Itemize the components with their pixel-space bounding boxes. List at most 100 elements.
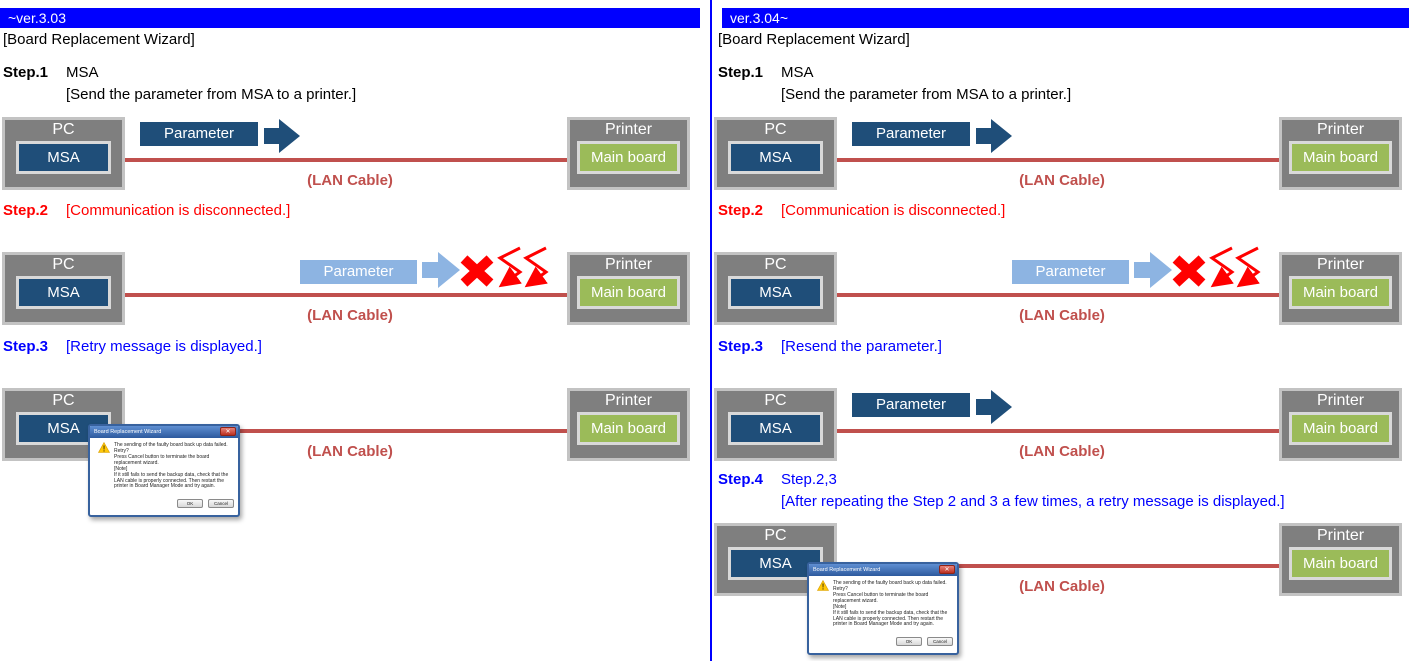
diagram-row-step2: (LAN Cable) PC MSA Parameter Printer Mai… [712, 246, 1409, 328]
pc-label: PC [52, 121, 75, 138]
printer-box: Printer Main board [1279, 523, 1402, 596]
step2-heading: Step.2[Communication is disconnected.] [718, 202, 1005, 219]
cancel-button[interactable]: Cancel [208, 499, 234, 508]
pc-box: PC MSA [714, 388, 837, 461]
pc-box: PC MSA [2, 117, 125, 190]
msa-box: MSA [16, 276, 111, 309]
warning-icon: ! [817, 580, 829, 591]
dialog-message-2: Press Cancel button to terminate the boa… [833, 592, 929, 604]
step4-description: [After repeating the Step 2 and 3 a few … [781, 493, 1285, 510]
step1-title: MSA [781, 64, 814, 81]
version-label: ver.3.04~ [730, 10, 788, 26]
step3-label: Step.3 [718, 338, 764, 355]
error-x-icon [1172, 255, 1206, 287]
svg-text:!: ! [103, 443, 106, 453]
parameter-label: Parameter [1035, 263, 1106, 280]
ok-button[interactable]: OK [177, 499, 203, 508]
main-board-label: Main board [590, 284, 667, 301]
main-board-label: Main board [590, 420, 667, 437]
printer-box: Printer Main board [1279, 388, 1402, 461]
parameter-box: Parameter [852, 122, 970, 146]
step2-description: [Communication is disconnected.] [66, 202, 291, 219]
lan-cable-line [825, 293, 1289, 297]
step3-description: [Retry message is displayed.] [66, 338, 262, 355]
lan-cable-label: (LAN Cable) [1019, 443, 1105, 460]
msa-label: MSA [759, 420, 792, 437]
cancel-button[interactable]: Cancel [927, 637, 953, 646]
step4-label: Step.4 [718, 471, 764, 488]
pc-label: PC [764, 121, 787, 138]
dialog-message-2: Press Cancel button to terminate the boa… [114, 454, 210, 466]
printer-label: Printer [1316, 256, 1365, 273]
dialog-title-bar: Board Replacement Wizard ✕ [809, 564, 957, 576]
msa-box: MSA [16, 412, 111, 445]
step1-label: Step.1 [718, 64, 764, 81]
main-board-box: Main board [1289, 547, 1392, 580]
main-board-box: Main board [577, 412, 680, 445]
msa-label: MSA [759, 149, 792, 166]
main-board-box: Main board [577, 141, 680, 174]
printer-box: Printer Main board [1279, 117, 1402, 190]
dialog-note-label: [Note] [114, 466, 128, 472]
pc-label: PC [764, 392, 787, 409]
version-banner: ~ver.3.03 [0, 8, 700, 28]
step3-heading: Step.3 [Retry message is displayed.] [3, 338, 262, 355]
msa-label: MSA [759, 284, 792, 301]
close-icon[interactable]: ✕ [939, 565, 955, 574]
step1-heading: Step.1 MSA [718, 64, 814, 81]
msa-box: MSA [16, 141, 111, 174]
retry-dialog: Board Replacement Wizard ✕ ! The sending… [88, 424, 240, 517]
step2-heading: Step.2[Communication is disconnected.] [3, 202, 290, 219]
msa-label: MSA [47, 284, 80, 301]
printer-label: Printer [604, 256, 653, 273]
printer-box: Printer Main board [1279, 252, 1402, 325]
close-icon[interactable]: ✕ [220, 427, 236, 436]
printer-box: Printer Main board [567, 252, 690, 325]
lan-cable-line [825, 158, 1289, 162]
step4-heading: Step.4 Step.2,3 [718, 471, 837, 488]
printer-label: Printer [1316, 121, 1365, 138]
msa-box: MSA [728, 276, 823, 309]
main-board-box: Main board [1289, 412, 1392, 445]
arrow-right-icon [422, 252, 460, 288]
version-banner: ver.3.04~ [722, 8, 1409, 28]
parameter-box-failed: Parameter [1012, 260, 1129, 284]
dialog-title-bar: Board Replacement Wizard ✕ [90, 426, 238, 438]
lan-cable-line [113, 293, 577, 297]
lan-cable-label: (LAN Cable) [307, 443, 393, 460]
arrow-right-icon [976, 119, 1012, 153]
pc-box: PC MSA [714, 252, 837, 325]
printer-label: Printer [1316, 392, 1365, 409]
printer-label: Printer [604, 121, 653, 138]
dialog-body: ! The sending of the faulty board back u… [809, 576, 957, 651]
retry-dialog: Board Replacement Wizard ✕ ! The sending… [807, 562, 959, 655]
parameter-box-failed: Parameter [300, 260, 417, 284]
dialog-message: The sending of the faulty board back up … [114, 442, 228, 454]
step3-label: Step.3 [3, 338, 49, 355]
ok-button[interactable]: OK [896, 637, 922, 646]
main-board-label: Main board [1302, 284, 1379, 301]
pc-label: PC [764, 256, 787, 273]
msa-label: MSA [47, 149, 80, 166]
printer-label: Printer [604, 392, 653, 409]
lan-cable-label: (LAN Cable) [1019, 307, 1105, 324]
msa-box: MSA [728, 412, 823, 445]
lan-cable-line [113, 158, 577, 162]
dialog-message: The sending of the faulty board back up … [833, 580, 947, 592]
svg-text:!: ! [822, 581, 825, 591]
main-board-box: Main board [1289, 276, 1392, 309]
diagram-row-step2: (LAN Cable) PC MSA Parameter Printer Mai… [0, 246, 697, 328]
pc-box: PC MSA [714, 117, 837, 190]
printer-label: Printer [1316, 527, 1365, 544]
msa-label: MSA [759, 555, 792, 572]
parameter-box: Parameter [852, 393, 970, 417]
dialog-note-label: [Note] [833, 604, 847, 610]
step3-heading: Step.3[Resend the parameter.] [718, 338, 942, 355]
parameter-label: Parameter [323, 263, 394, 280]
arrow-right-icon [1134, 252, 1172, 288]
panel-divider [710, 0, 712, 661]
lan-cable-label: (LAN Cable) [307, 172, 393, 189]
arrow-right-icon [976, 390, 1012, 424]
step4-title: Step.2,3 [781, 471, 837, 488]
step1-label: Step.1 [3, 64, 49, 81]
